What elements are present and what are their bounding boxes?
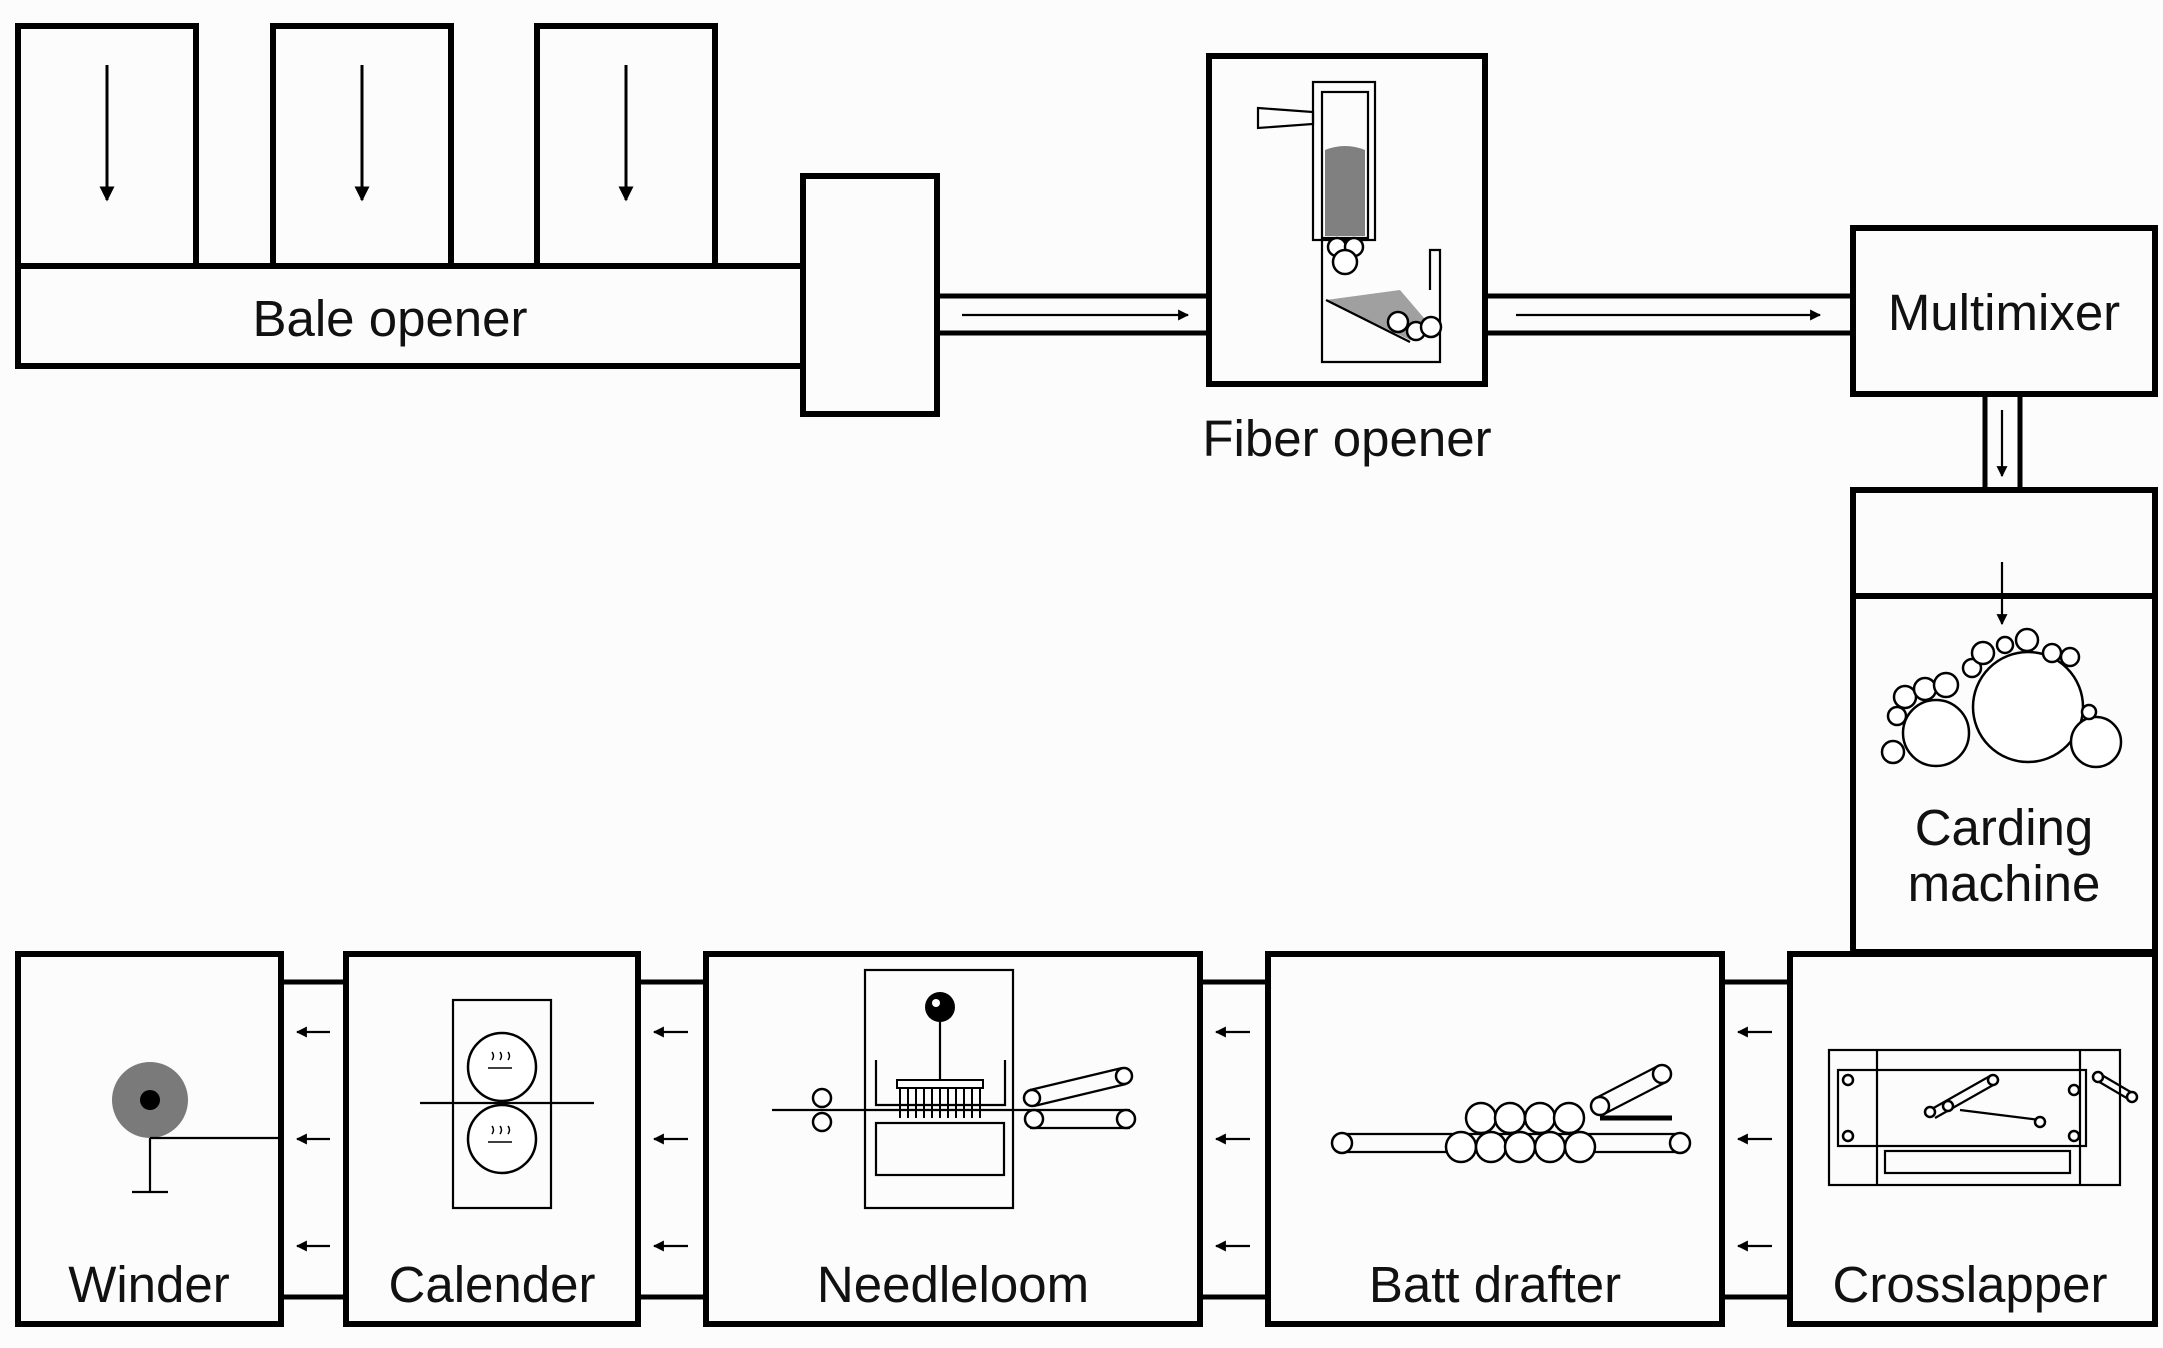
- duct-to-carding: [1982, 394, 2023, 490]
- carding-machine: Carding machine: [1850, 487, 2158, 955]
- bale-opener-label: Bale opener: [252, 290, 527, 347]
- carding-machine-label-line2: machine: [1908, 855, 2101, 912]
- feed-inlet: [1256, 106, 1315, 130]
- connector-batt-needleloom: [1200, 979, 1268, 1300]
- carding-machine-label-line1: Carding: [1915, 799, 2094, 856]
- bale-opener: Bale opener: [15, 23, 940, 417]
- calender-roll-bottom: [466, 1103, 538, 1175]
- bale-opener-conveyor: [15, 263, 806, 369]
- duct-to-multimixer: [1485, 293, 1853, 336]
- batt-drafter-label: Batt drafter: [1369, 1256, 1621, 1313]
- winder-core: [140, 1090, 160, 1110]
- batt-drafter: Batt drafter: [1265, 951, 1725, 1327]
- winder-label: Winder: [68, 1256, 230, 1313]
- condenser-box: [800, 173, 940, 417]
- winder: Winder: [15, 951, 284, 1327]
- multimixer: Multimixer: [1850, 225, 2158, 397]
- needleloom: Needleloom: [703, 951, 1203, 1327]
- crosslapper: Crosslapper: [1787, 951, 2158, 1327]
- crosslapper-frame: [1827, 1048, 2122, 1187]
- needle-crank: [925, 992, 955, 1022]
- connector-calender-winder: [281, 979, 346, 1300]
- connector-needleloom-calender: [638, 979, 706, 1300]
- needleloom-label: Needleloom: [817, 1256, 1089, 1313]
- main-cylinder: [1971, 650, 2085, 764]
- multimixer-label: Multimixer: [1888, 284, 2120, 341]
- calender: Calender: [343, 951, 641, 1327]
- connector-crosslapper-batt: [1722, 979, 1790, 1300]
- fiber-silo-inner: [1320, 90, 1370, 240]
- fiber-opener: Fiber opener: [1202, 53, 1492, 467]
- fiber-opener-label: Fiber opener: [1202, 410, 1491, 467]
- calender-roll-top: [466, 1031, 538, 1103]
- duct-to-fiber-opener: [937, 293, 1209, 336]
- carding-hopper: [1850, 487, 2158, 599]
- crosslapper-label: Crosslapper: [1833, 1256, 2108, 1313]
- fiber-fill: [1325, 146, 1365, 236]
- calender-label: Calender: [389, 1256, 596, 1313]
